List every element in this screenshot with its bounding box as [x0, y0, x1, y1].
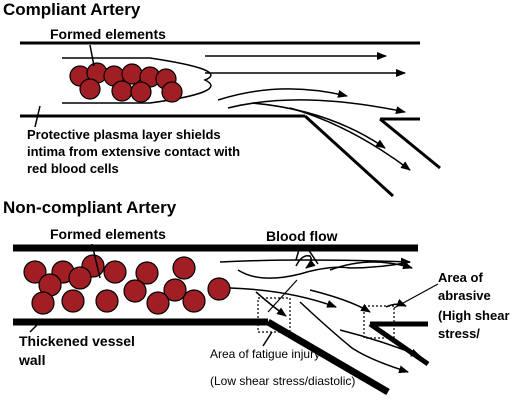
- compliant-formed-pointer: [89, 44, 95, 67]
- noncompliant-flow-arrows: [219, 254, 421, 374]
- fatigue-label-line-1: Area of fatigue injury: [210, 347, 321, 361]
- abrasive-label-line-3: (High shear: [438, 308, 510, 323]
- noncompliant-formed-elements: [23, 254, 231, 315]
- fatigue-pointer-upper: [267, 279, 298, 313]
- noncompliant-branch-wall: [266, 318, 390, 396]
- fatigue-label-line-2: (Low shear stress/diastolic): [210, 374, 356, 388]
- abrasive-pointer: [393, 283, 439, 309]
- compliant-title: Compliant Artery: [3, 0, 141, 19]
- noncompliant-vessel: [13, 244, 430, 396]
- plasma-layer-line-2: intima from extensive contact with: [27, 144, 241, 159]
- compliant-flow-arrows: [205, 52, 411, 171]
- fatigue-zone-box: [257, 297, 291, 333]
- fatigue-pointer: [262, 331, 273, 347]
- wall-label-line-1: Thickened vessel: [19, 333, 135, 349]
- wall-label-line-2: wall: [19, 352, 46, 368]
- compliant-vessel: [20, 41, 441, 198]
- abrasive-label-line-2: abrasive: [438, 288, 491, 303]
- noncompliant-branch-inner: [368, 321, 430, 367]
- compliant-formed-label: Formed elements: [50, 26, 166, 42]
- plasma-layer-line-1: Protective plasma layer shields: [27, 127, 221, 142]
- noncompliant-title: Non-compliant Artery: [3, 198, 177, 217]
- noncompliant-formed-pointer: [91, 243, 101, 279]
- abrasive-zone-box: [363, 305, 395, 339]
- noncompliant-formed-label: Formed elements: [50, 226, 166, 242]
- abrasive-label-line-4: stress/: [438, 326, 480, 341]
- plasma-layer-pointer: [34, 105, 41, 128]
- compliant-branch-wall: [303, 114, 395, 198]
- blood-flow-pointer-right: [305, 245, 319, 265]
- compliant-branch-inner-edge: [379, 117, 441, 170]
- compliant-formed-elements: [69, 62, 183, 103]
- abrasive-label-line-1: Area of: [438, 270, 483, 285]
- blood-flow-pointer-left: [295, 245, 301, 261]
- blood-flow-label: Blood flow: [266, 228, 338, 244]
- plasma-layer-line-3: red blood cells: [27, 161, 119, 176]
- plasma-layer-outline: [62, 57, 212, 104]
- wall-pointer: [29, 321, 41, 333]
